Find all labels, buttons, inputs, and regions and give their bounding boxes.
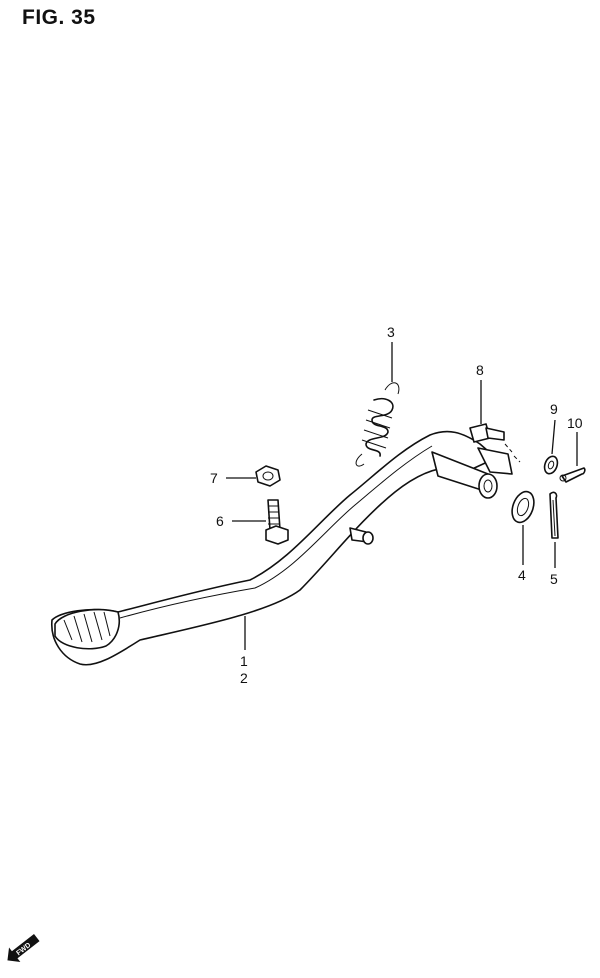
brake-pedal[interactable] xyxy=(51,430,513,666)
callout-2: 2 xyxy=(240,670,248,686)
nut[interactable] xyxy=(255,465,281,487)
forward-arrow-icon: FWD xyxy=(7,933,40,963)
callout-10: 10 xyxy=(567,415,583,431)
return-spring[interactable] xyxy=(355,382,400,467)
fwd-label: FWD xyxy=(15,942,32,957)
callout-7: 7 xyxy=(210,470,218,486)
bolt[interactable] xyxy=(265,499,289,545)
callout-8: 8 xyxy=(476,362,484,378)
washer-small[interactable] xyxy=(542,454,559,475)
callout-6: 6 xyxy=(216,513,224,529)
callout-4: 4 xyxy=(518,567,526,583)
callout-3: 3 xyxy=(387,324,395,340)
figure-title: FIG. 35 xyxy=(22,6,96,29)
callout-5: 5 xyxy=(550,571,558,587)
washer-large[interactable] xyxy=(508,489,538,526)
callout-9: 9 xyxy=(550,401,558,417)
pivot-bolt[interactable] xyxy=(469,423,521,463)
cotter-pin[interactable] xyxy=(559,467,586,483)
leader-lines xyxy=(226,342,578,650)
callout-1: 1 xyxy=(240,653,248,669)
clevis-pin[interactable] xyxy=(549,491,559,539)
